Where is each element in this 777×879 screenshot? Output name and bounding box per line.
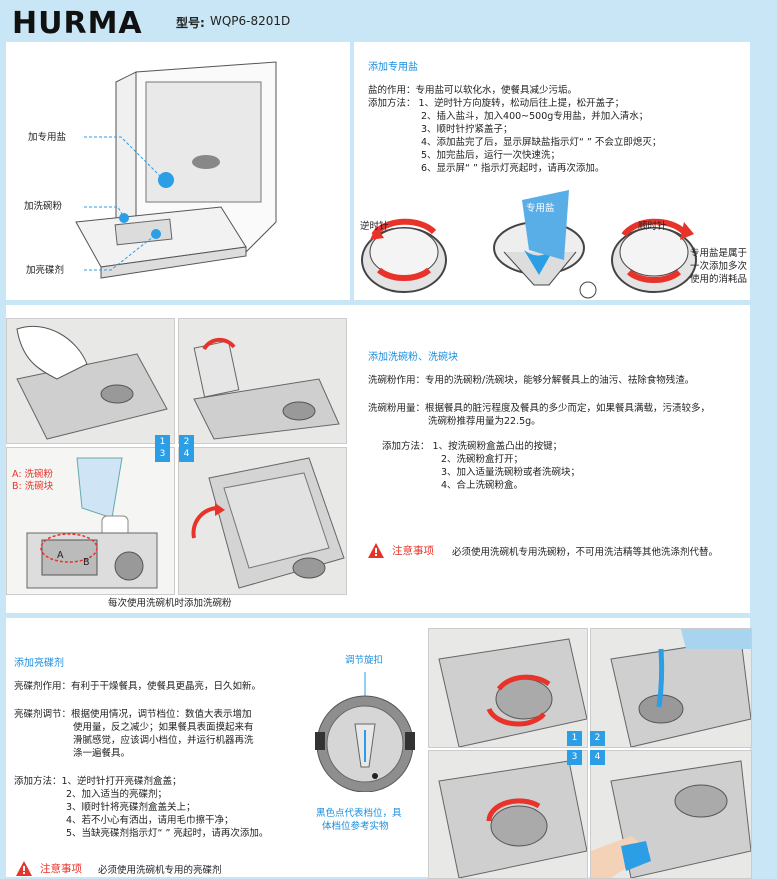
section-salt-illustration: 加专用盐 加洗碗粉 加亮碟剂	[6, 42, 350, 300]
detergent-photo-1	[6, 318, 175, 444]
knob-label: 调节旋扣	[345, 655, 384, 666]
rinse-method-2: 2、加入适当的亮碟剂；	[66, 789, 168, 800]
salt-line-5: 4、添加盐完了后，显示屏缺盐指示灯“ ” 不会立即熄灭；	[421, 137, 662, 148]
step-number: 1	[567, 731, 582, 746]
warning-icon	[16, 861, 32, 876]
step-number: 3	[155, 447, 170, 462]
detergent-photo-4	[178, 447, 347, 595]
label-detergent: 加洗碗粉	[24, 201, 63, 212]
step-number: 4	[590, 750, 605, 765]
legend-b: B: 洗碗块	[12, 481, 54, 492]
rinse-warning-text: 必须使用洗碗机专用的亮碟剂	[98, 865, 222, 876]
rinse-effect: 亮碟剂作用：有利于干燥餐具，使餐具更晶亮，日久如新。	[14, 681, 262, 692]
salt-line-2: 添加方法： 1、逆时针方向旋转，松动后往上提，松开盖子；	[368, 98, 625, 109]
detergent-method-1: 添加方法： 1、按洗碗粉盒盖凸出的按键；	[382, 441, 563, 452]
detergent-warning-text: 必须使用洗碗机专用洗碗粉，不可用洗洁精等其他洗涤剂代替。	[452, 547, 719, 558]
rinse-photo-2	[590, 628, 752, 748]
salt-line-3: 2、插入盐斗，加入400~500g专用盐，并加入清水；	[421, 111, 649, 122]
step-number: 3	[567, 750, 582, 765]
salt-title: 添加专用盐	[368, 62, 418, 73]
label-counterclockwise: 逆时针	[360, 221, 389, 232]
model-label: 型号:	[176, 16, 205, 30]
detergent-dose-1: 洗碗粉用量：根据餐具的脏污程度及餐具的多少而定，如果餐具满载，污渍较多，	[368, 403, 711, 414]
salt-cap-steps-illustration	[361, 190, 697, 299]
detergent-title: 添加洗碗粉、洗碗块	[368, 352, 458, 363]
detergent-dose-2: 洗碗粉推荐用量为22.5g。	[428, 416, 541, 427]
detergent-warning-title: 注意事项	[392, 545, 434, 557]
salt-note-2: 一次添加多次	[690, 261, 748, 272]
rinse-adjust-3: 滑腻感觉，应该调小档位，并运行机器再洗	[73, 735, 254, 746]
step-number: 1	[155, 435, 170, 450]
salt-line-1: 盐的作用：专用盐可以软化水，使餐具减少污垢。	[368, 85, 578, 96]
rinse-photo-3	[428, 750, 588, 879]
section-salt-instructions: 添加专用盐 盐的作用：专用盐可以软化水，使餐具减少污垢。 添加方法： 1、逆时针…	[354, 42, 750, 300]
detergent-method-2: 2、洗碗粉盒打开；	[441, 454, 524, 465]
label-rinse-aid: 加亮碟剂	[26, 265, 65, 276]
step-number: 2	[179, 435, 194, 450]
step-number: 2	[590, 731, 605, 746]
detergent-effect: 洗碗粉作用：专用的洗碗粉/洗碗块，能够分解餐具上的油污、祛除食物残渣。	[368, 375, 695, 386]
salt-line-7: 6、显示屏“ ” 指示灯亮起时，请再次添加。	[421, 163, 605, 174]
dot-note-2: 体档位参考实物	[322, 821, 389, 832]
letter-a: A	[57, 550, 64, 561]
detergent-photo-2	[178, 318, 347, 444]
dot-note-1: 黑色点代表档位，具	[316, 808, 402, 819]
rinse-photo-1	[428, 628, 588, 748]
rinse-adjust-4: 涤一遍餐具。	[73, 748, 131, 759]
salt-note-3: 使用的消耗品	[690, 274, 748, 285]
rinse-method-4: 4、若不小心有洒出，请用毛巾擦干净；	[66, 815, 234, 826]
legend-a: A: 洗碗粉	[12, 469, 54, 480]
model-value: WQP6-8201D	[210, 14, 291, 28]
detergent-caption: 每次使用洗碗机时添加洗碗粉	[108, 598, 232, 609]
rinse-adjust-2: 使用量，反之减少；如果餐具表面摸起来有	[73, 722, 254, 733]
rinse-method-5: 5、当缺亮碟剂指示灯“ ” 亮起时，请再次添加。	[66, 828, 269, 839]
rinse-photo-4	[590, 750, 752, 879]
label-salt: 加专用盐	[28, 132, 67, 143]
rinse-title: 添加亮碟剂	[14, 658, 64, 669]
warning-icon	[368, 543, 384, 558]
rinse-method-3: 3、顺时针将亮碟剂盒盖关上；	[66, 802, 196, 813]
rinse-method-1: 添加方法：1、逆时针打开亮碟剂盒盖；	[14, 776, 182, 787]
step-number: 4	[179, 447, 194, 462]
rinse-adjust-1: 亮碟剂调节：根据使用情况，调节档位：数值大表示增加	[14, 709, 252, 720]
letter-b: B	[83, 557, 90, 568]
rinse-knob-illustration	[315, 672, 415, 792]
salt-line-4: 3、顺时针拧紧盖子；	[421, 124, 513, 135]
label-clockwise: 顺时针	[638, 221, 667, 232]
salt-note-1: 专用盐是属于	[690, 248, 748, 259]
dishwasher-illustration	[75, 61, 277, 279]
detergent-method-4: 4、合上洗碗粉盒。	[441, 480, 524, 491]
label-salt-tag: 专用盐	[526, 203, 555, 214]
salt-line-6: 5、加完盐后，运行一次快速洗；	[421, 150, 561, 161]
rinse-warning-title: 注意事项	[40, 863, 82, 875]
brand-logo: HURMA	[12, 6, 143, 41]
detergent-photo-3: A B	[6, 447, 175, 595]
detergent-method-3: 3、加入适量洗碗粉或者洗碗块；	[441, 467, 581, 478]
